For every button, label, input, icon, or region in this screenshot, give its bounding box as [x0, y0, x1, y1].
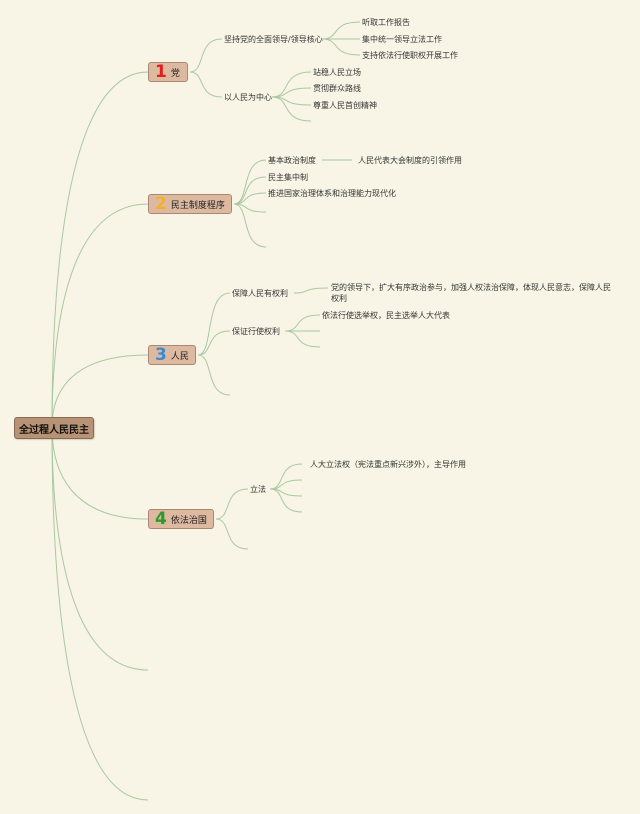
branch-number: 1: [155, 62, 167, 82]
branch-node-party[interactable]: 1 党: [148, 62, 188, 82]
root-to-system-line: [51, 203, 149, 428]
node-basic-political-system[interactable]: 基本政治制度: [268, 156, 316, 165]
branch-label: 党: [170, 68, 180, 79]
connector-line: [271, 71, 312, 98]
root-to-party-line: [51, 71, 149, 428]
node-governance-modernization[interactable]: 推进国家治理体系和治理能力现代化: [268, 189, 396, 198]
node-guarantee-rights[interactable]: 保障人民有权利: [232, 289, 288, 298]
leaf-listen-report[interactable]: 听取工作报告: [362, 18, 410, 27]
connector-line: [269, 463, 303, 490]
node-people-centered[interactable]: 以人民为中心: [224, 93, 272, 102]
leaf-npc-legislative-power[interactable]: 人大立法权（宪法重点新兴涉外），主导作用: [310, 460, 466, 469]
leaf-people-stance[interactable]: 站稳人民立场: [313, 68, 361, 77]
connector-line: [284, 314, 321, 332]
leaf-respect-initiative[interactable]: 尊重人民首创精神: [313, 101, 377, 110]
leaf-support-duty[interactable]: 支持依法行使职权开展工作: [362, 51, 458, 60]
branch-label: 民主制度程序: [170, 200, 225, 211]
branch-node-rule-of-law[interactable]: 4 依法治国: [148, 509, 214, 529]
leaf-political-participation[interactable]: 党的领导下，扩大有序政治参与，加强人权法治保障，体现人民意志，保障人民权利: [331, 283, 611, 303]
node-party-leadership[interactable]: 坚持党的全面领导/领导核心: [224, 35, 323, 44]
leaf-lead-legislation[interactable]: 集中统一领导立法工作: [362, 35, 442, 44]
root-label: 全过程人民民主: [19, 424, 89, 436]
branch-label: 人民: [170, 351, 189, 362]
connector-line: [321, 21, 361, 40]
root-node[interactable]: 全过程人民民主: [14, 417, 94, 439]
connector-line: [321, 38, 361, 56]
connector-line: [233, 159, 267, 205]
branch-number: 2: [155, 194, 167, 214]
root-to-law-line: [51, 426, 149, 520]
branch-number: 3: [155, 345, 167, 365]
connector-line: [293, 287, 329, 294]
branch-node-people[interactable]: 3 人民: [148, 345, 196, 365]
root-to-empty-branch-5-line: [51, 426, 149, 671]
connector-line: [197, 330, 231, 356]
node-democratic-centralism[interactable]: 民主集中制: [268, 173, 308, 182]
connector-line: [215, 518, 249, 550]
branch-label: 依法治国: [170, 515, 207, 526]
connector-line: [271, 87, 312, 98]
leaf-election-right[interactable]: 依法行使选举权，民主选举人大代表: [322, 311, 450, 320]
root-to-people-line: [51, 354, 149, 428]
connector-line: [271, 96, 312, 122]
node-exercise-rights[interactable]: 保证行使权利: [232, 327, 280, 336]
leaf-peoples-congress[interactable]: 人民代表大会制度的引领作用: [358, 156, 462, 165]
connector-line: [233, 176, 267, 205]
connector-line: [233, 192, 267, 205]
connector-line: [197, 292, 231, 356]
connector-line: [215, 488, 249, 520]
connector-line: [269, 488, 303, 513]
leaf-mass-line[interactable]: 贯彻群众路线: [313, 84, 361, 93]
connector-line: [197, 354, 231, 396]
root-to-empty-branch-6-line: [51, 426, 149, 801]
connector-line: [284, 330, 321, 348]
branch-number: 4: [155, 509, 167, 529]
branch-node-democratic-system[interactable]: 2 民主制度程序: [148, 194, 232, 214]
node-legislation[interactable]: 立法: [250, 485, 266, 494]
connector-line: [233, 203, 267, 248]
connector-line: [189, 38, 223, 73]
connector-line: [189, 71, 223, 98]
